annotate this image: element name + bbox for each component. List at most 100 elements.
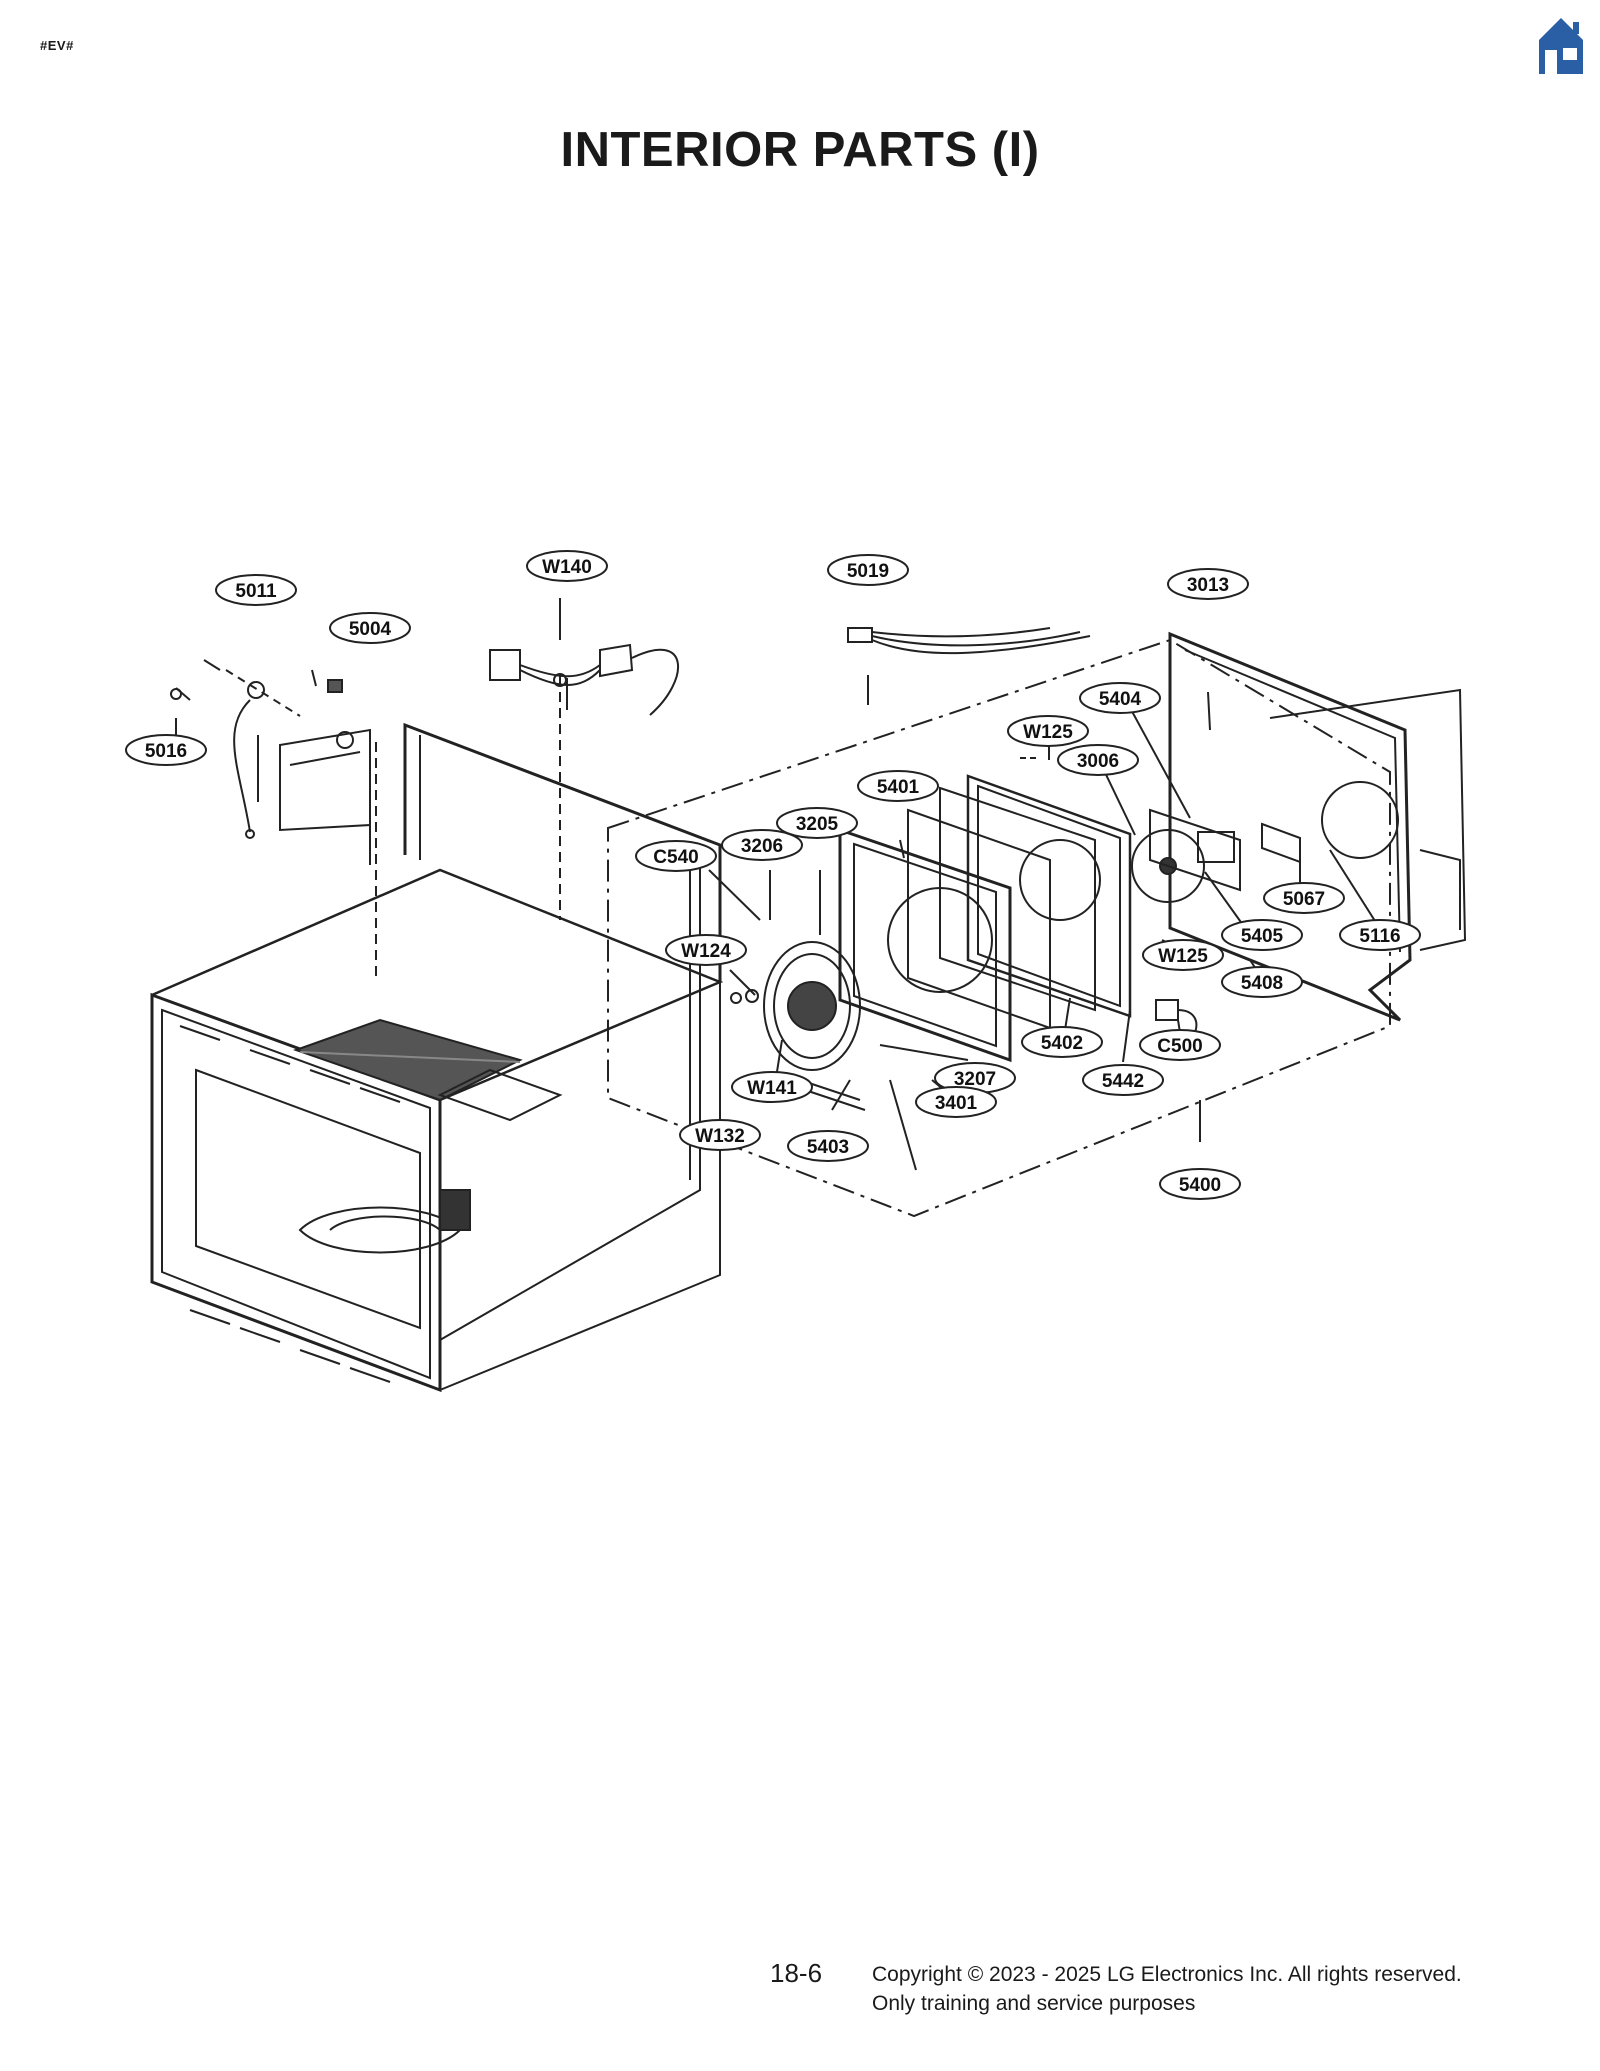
callout-label: 5442 [1102, 1071, 1144, 1092]
callout-5067: 5067 [1263, 882, 1345, 914]
cover-5401-drawing [838, 827, 1012, 1063]
callout-5408: 5408 [1221, 966, 1303, 998]
callout-label: 5011 [235, 581, 277, 602]
callout-label: W125 [1023, 722, 1073, 743]
callout-label: 3205 [796, 814, 839, 835]
callout-5403: 5403 [787, 1130, 869, 1162]
bracket-assembly-drawing [170, 659, 371, 839]
callout-bubble [1167, 568, 1249, 600]
harness-w140-drawing [489, 598, 680, 716]
home-icon[interactable] [1535, 14, 1587, 76]
callout-bubble [721, 829, 803, 861]
callout-label: 5402 [1041, 1033, 1083, 1054]
callout-5004: 5004 [329, 612, 411, 644]
page-number: 18-6 [770, 1958, 823, 1988]
callout-label: 5405 [1241, 926, 1284, 947]
callout-bubble [125, 734, 207, 766]
callout-label: 5004 [349, 619, 392, 640]
callout-label: W124 [681, 941, 731, 962]
callout-label: 3206 [741, 836, 783, 857]
callout-bubble [526, 550, 608, 582]
callout-label: W140 [542, 557, 592, 578]
callout-w125: W125 [1007, 715, 1089, 747]
callout-bubble [665, 934, 747, 966]
callout-label: 3013 [1187, 575, 1229, 596]
callout-c500: C500 [1139, 1029, 1221, 1061]
document-code: #EV# [40, 38, 74, 53]
callout-bubble [329, 612, 411, 644]
exploded-parts-diagram: 501150045016W140501930135404W12530065401… [125, 550, 1467, 1393]
callout-w125: W125 [1142, 939, 1224, 971]
callout-label: C500 [1157, 1036, 1202, 1057]
callout-label: 3006 [1077, 751, 1119, 772]
callout-bubble [787, 1130, 869, 1162]
callout-bubble [1082, 1064, 1164, 1096]
heater-c540-drawing [730, 941, 866, 1111]
callout-label: 5404 [1099, 689, 1142, 710]
callout-5442: 5442 [1082, 1064, 1164, 1096]
callout-bubble [1221, 966, 1303, 998]
callout-w140: W140 [526, 550, 608, 582]
callout-3205: 3205 [776, 807, 858, 839]
fan-motor-drawing [1131, 808, 1301, 1041]
callout-3206: 3206 [721, 829, 803, 861]
callout-bubble [857, 770, 939, 802]
callout-bubble [915, 1086, 997, 1118]
callout-label: 5408 [1241, 973, 1283, 994]
callout-3207: 3207 [934, 1062, 1016, 1094]
callout-label: 3401 [935, 1093, 978, 1114]
page-title: INTERIOR PARTS (I) [560, 123, 1040, 177]
rear-plate-3013-drawing [1168, 631, 1467, 1022]
callout-bubble [1057, 744, 1139, 776]
callout-bubble [1263, 882, 1345, 914]
callout-3401: 3401 [915, 1086, 997, 1118]
callout-label: 5067 [1283, 889, 1325, 910]
callout-5405: 5405 [1221, 919, 1303, 951]
copyright-text: Copyright © 2023 - 2025 LG Electronics I… [872, 1963, 1462, 1986]
usage-note: Only training and service purposes [872, 1992, 1196, 2015]
plates-5442-5402-drawing [907, 774, 1132, 1030]
callout-c540: C540 [635, 840, 717, 872]
callout-bubble [1007, 715, 1089, 747]
callout-bubble [827, 554, 909, 586]
callout-bubble [635, 840, 717, 872]
callout-bubble [1139, 1029, 1221, 1061]
callout-3013: 3013 [1167, 568, 1249, 600]
callout-label: W141 [747, 1078, 797, 1099]
callout-w141: W141 [731, 1071, 813, 1103]
callout-bubble [1142, 939, 1224, 971]
callout-label: W125 [1158, 946, 1208, 967]
callout-bubble [731, 1071, 813, 1103]
callout-label: 5116 [1359, 926, 1400, 947]
callout-5116: 5116 [1339, 919, 1421, 951]
callout-w132: W132 [679, 1119, 761, 1151]
callout-5400: 5400 [1159, 1168, 1241, 1200]
callout-label: 5403 [807, 1137, 849, 1158]
wire-5019-drawing [847, 627, 1091, 655]
callout-5401: 5401 [857, 770, 939, 802]
callout-bubble [776, 807, 858, 839]
callout-label: 5401 [877, 777, 920, 798]
callout-bubble [679, 1119, 761, 1151]
callout-bubble [1021, 1026, 1103, 1058]
callout-label: C540 [653, 847, 698, 868]
callout-5404: 5404 [1079, 682, 1161, 714]
callout-label: 3207 [954, 1069, 996, 1090]
callout-label: 5016 [145, 741, 187, 762]
callout-bubble [1159, 1168, 1241, 1200]
callout-5019: 5019 [827, 554, 909, 586]
callout-bubble [1079, 682, 1161, 714]
oven-cavity-drawing [150, 722, 724, 1393]
callout-label: 5019 [847, 561, 889, 582]
callout-3006: 3006 [1057, 744, 1139, 776]
callout-bubble [215, 574, 297, 606]
callout-bubble [1339, 919, 1421, 951]
callout-label: 5400 [1179, 1175, 1221, 1196]
callout-bubble [1221, 919, 1303, 951]
callout-5011: 5011 [215, 574, 297, 606]
callout-label: W132 [695, 1126, 745, 1147]
footer-copyright: Copyright © 2023 - 2025 LG Electronics I… [872, 1960, 1462, 2018]
callout-5402: 5402 [1021, 1026, 1103, 1058]
callout-w124: W124 [665, 934, 747, 966]
callout-5016: 5016 [125, 734, 207, 766]
